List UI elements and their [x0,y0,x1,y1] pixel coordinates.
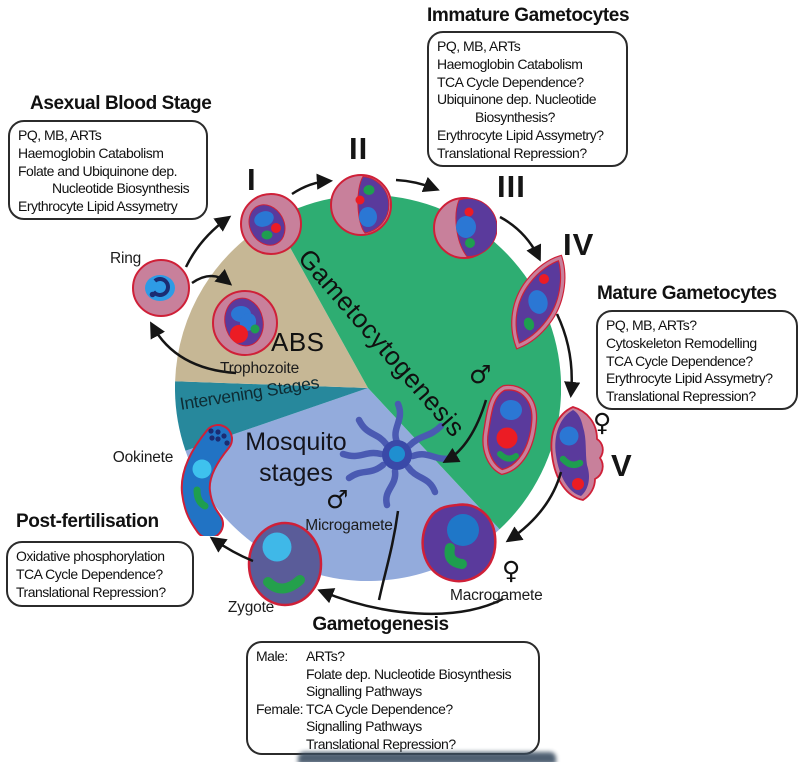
gametogenesis-row: Female: TCA Cycle Dependence? [256,701,530,719]
ring-cell [132,259,190,317]
trophozoite-cell [212,290,278,356]
stage-iv-numeral: IV [563,227,595,262]
zygote-label: Zygote [227,599,275,616]
gametogenesis-row: Folate dep. Nucleotide Biosynthesis [256,666,530,684]
stage-iii-cell [433,197,497,259]
gametogenesis-row: Signalling Pathways [256,683,530,701]
immature-gametocytes-title: Immature Gametocytes [427,5,630,26]
stage-iii-numeral: III [497,169,526,204]
box-line: Translational Repression? [306,735,456,752]
box-line: Nucleotide Biosynthesis [52,180,190,197]
microgamete-label: Microgamete [305,517,393,534]
box-line: TCA Cycle Dependence? [606,352,753,369]
box-line: Oxidative phosphorylation [16,548,165,564]
stage-v-numeral: V [611,448,633,483]
box-line: Erythrocyte Lipid Assymetry [18,198,178,215]
box-line: Translational Repression? [437,144,587,161]
box-line: TCA Cycle Dependence? [306,700,453,717]
abs-label: ABS [271,327,325,357]
male-gametocyte-cell [482,384,538,476]
row-spacer [256,666,306,684]
gametogenesis-box: Male: ARTs? Folate dep. Nucleotide Biosy… [246,641,540,755]
post-fertilisation-box: Oxidative phosphorylation TCA Cycle Depe… [6,541,194,607]
mature-gametocytes-box: PQ, MB, ARTs? Cytoskeleton Remodelling T… [596,310,798,410]
row-spacer [256,718,306,736]
box-line: TCA Cycle Dependence? [16,565,163,582]
mosquito-line1: Mosquito [245,428,347,456]
box-line: Folate dep. Nucleotide Biosynthesis [306,665,512,682]
immature-gametocytes-box: PQ, MB, ARTs Haemoglobin Catabolism TCA … [427,31,628,167]
stage-ii-cell [330,174,392,236]
post-fertilisation-title: Post-fertilisation [16,511,159,532]
box-line: Haemoglobin Catabolism [18,144,164,161]
gametogenesis-title: Gametogenesis [312,614,449,635]
box-line: Translational Repression? [606,388,756,405]
stage-i-cell [240,193,302,255]
ookinete-cell [180,424,233,536]
asexual-blood-stage-box: PQ, MB, ARTs Haemoglobin Catabolism Fola… [8,120,208,220]
mosquito-line2: stages [259,458,333,487]
macrogamete-cell [421,503,497,583]
box-line: Ubiquinone dep. Nucleotide [437,91,597,108]
box-line: TCA Cycle Dependence? [437,73,584,90]
box-line: PQ, MB, ARTs [437,38,521,54]
microgamete-cell [339,400,457,509]
female-symbol-macrogamete: ♀ [502,556,521,585]
box-line: Signalling Pathways [306,683,422,700]
gametogenesis-row: Signalling Pathways [256,718,530,736]
box-line: Folate and Ubiquinone dep. [18,162,178,179]
row-spacer [256,683,306,701]
mature-gametocytes-title: Mature Gametocytes [597,283,777,304]
macrogamete-label: Macrogamete [450,587,543,604]
male-symbol-gametocyte: ♂ [469,360,492,389]
box-line: Signalling Pathways [306,718,422,735]
ookinete-label: Ookinete [112,449,174,466]
asexual-blood-stage-title: Asexual Blood Stage [30,93,212,114]
box-line: PQ, MB, ARTs [18,127,102,143]
mosquito-stages-label: Mosquito stages [222,427,370,488]
trophozoite-label: Trophozoite [219,360,300,377]
box-line: ARTs? [306,648,345,664]
ring-label: Ring [110,250,142,267]
box-line: PQ, MB, ARTs? [606,317,697,333]
arrow-stage-ii-to-iii [395,176,440,193]
female-row-label: Female: [256,700,304,717]
stage-i-numeral: I [247,162,257,197]
stage-v-cell [550,406,604,501]
stage-ii-numeral: II [349,131,369,166]
row-spacer [256,736,306,754]
female-symbol-stage-v: ♀ [593,408,612,437]
stage-iv-cell [511,254,566,350]
box-line: Erythrocyte Lipid Assymetry? [606,370,773,387]
box-line: Erythrocyte Lipid Assymetry? [437,126,604,143]
cropped-cell-fragment [298,752,556,762]
male-symbol-microgamete: ♂ [326,485,349,514]
male-row-label: Male: [256,648,288,664]
gametogenesis-row: Male: ARTs? [256,648,530,666]
box-line: Translational Repression? [16,583,166,600]
zygote-cell [247,521,323,607]
box-line: Cytoskeleton Remodelling [606,334,757,351]
box-line: Haemoglobin Catabolism [437,55,583,72]
box-line: Biosynthesis? [475,109,555,126]
gametogenesis-row: Translational Repression? [256,736,530,754]
